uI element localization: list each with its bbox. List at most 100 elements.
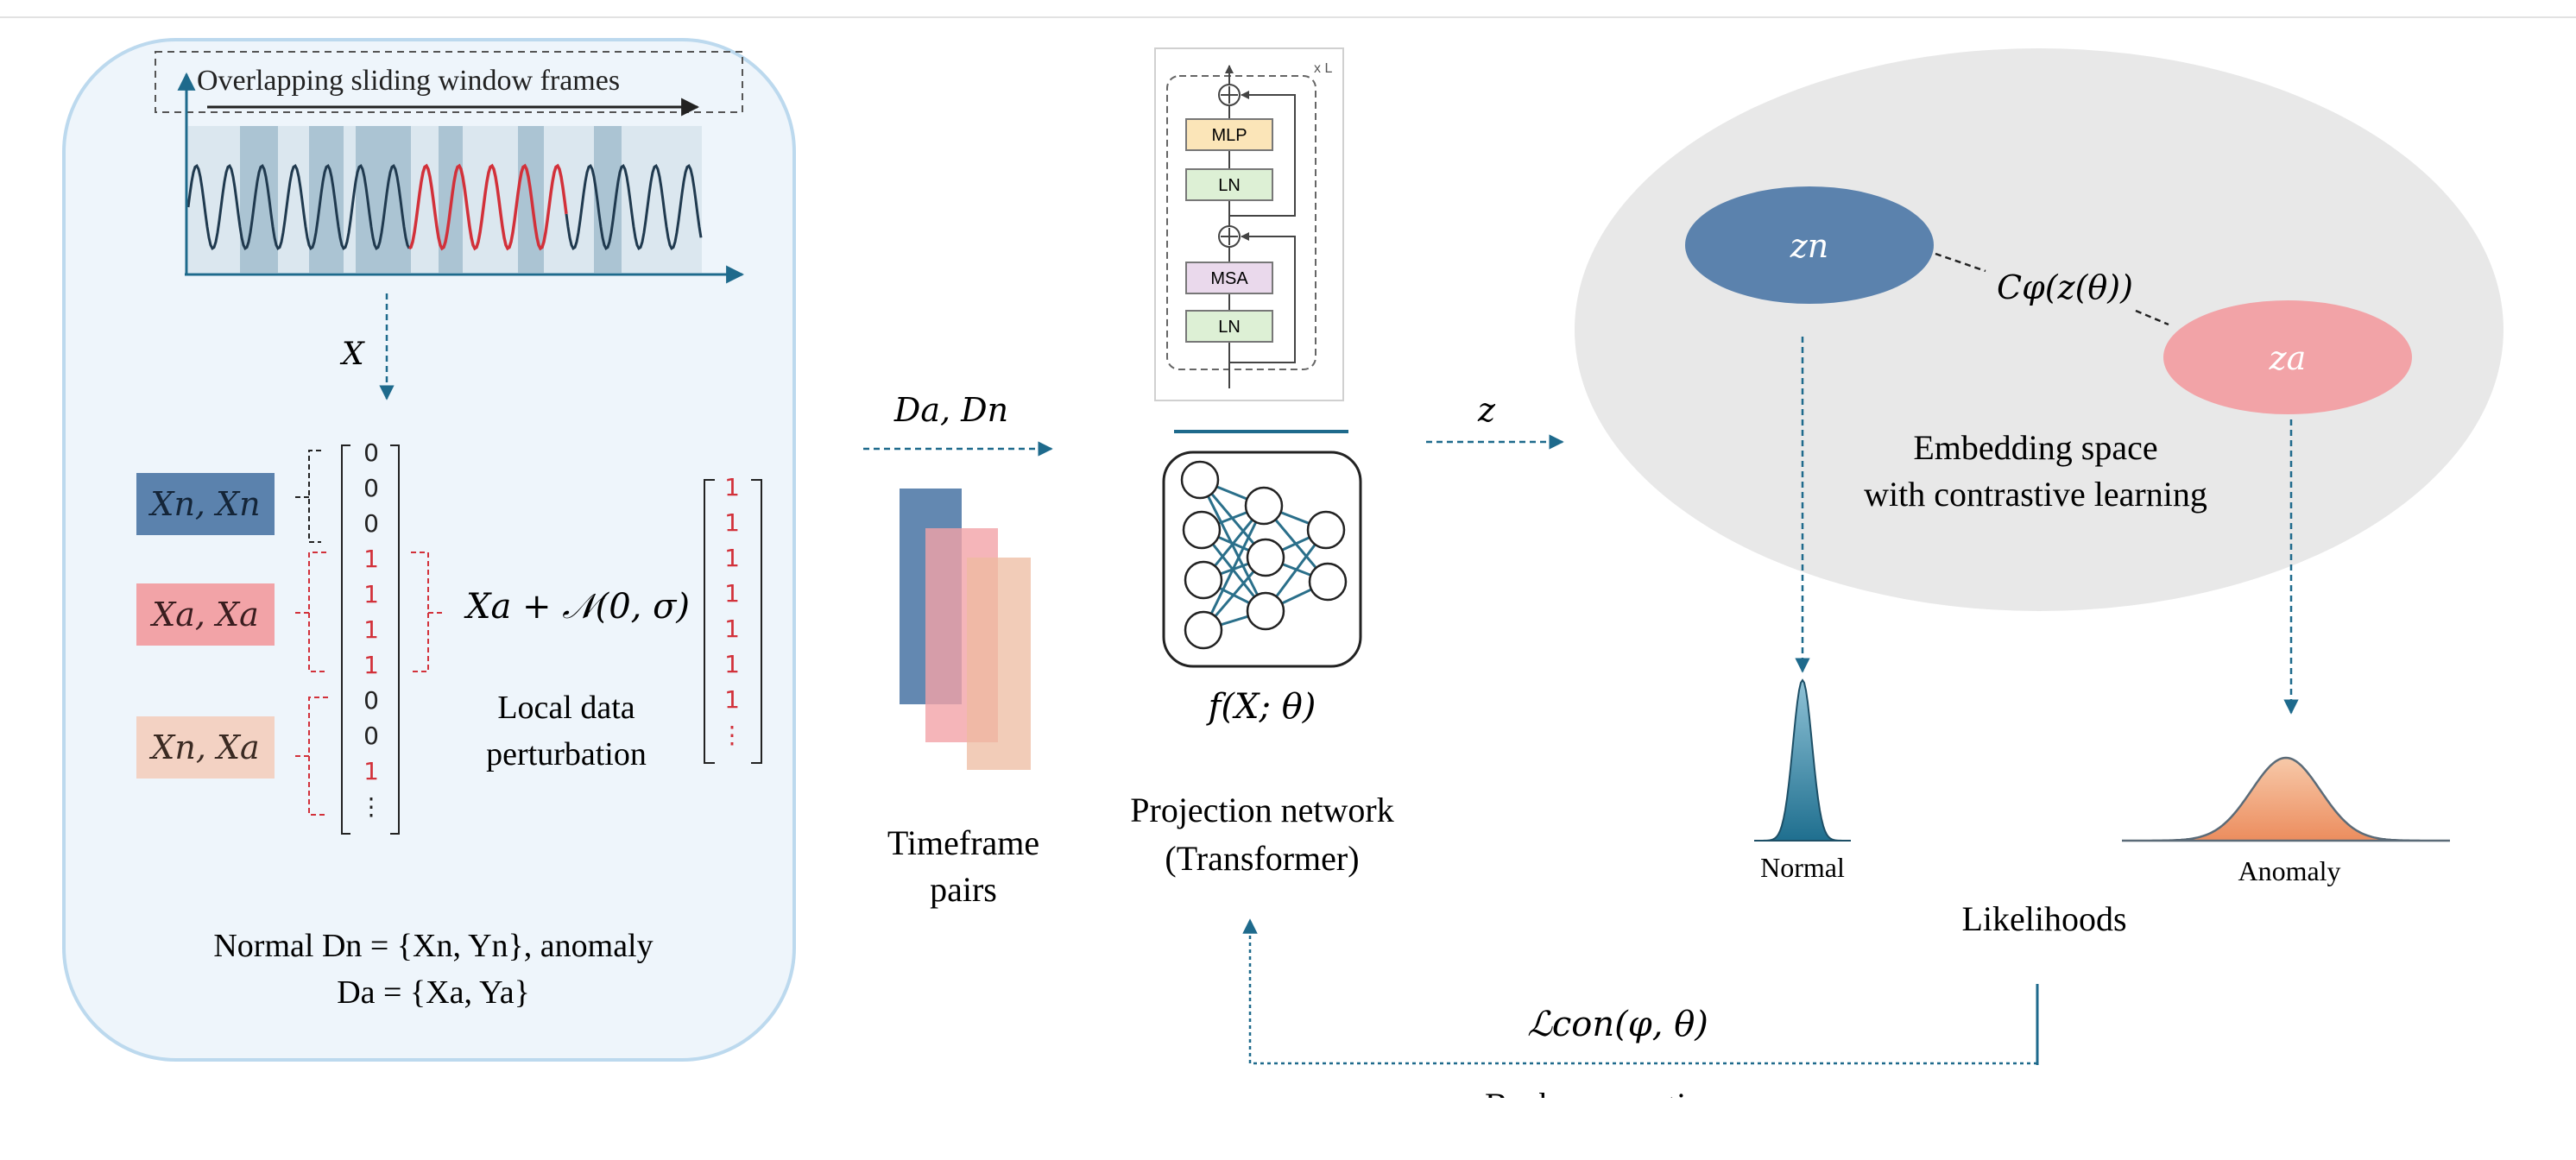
network-caption-line1: Projection network <box>1130 791 1394 829</box>
residual-add-icon <box>1221 228 1238 245</box>
vector-entry: 1 <box>363 545 379 573</box>
backpropagation-loop: ℒcon(φ, θ) Backpropagation <box>1242 918 2039 1125</box>
network-node <box>1182 510 1222 550</box>
perturbation-caption-line2: perturbation <box>486 736 647 772</box>
vector-entry: 1 <box>724 473 740 501</box>
transformer-card <box>1154 47 1344 401</box>
anomaly-likelihood-label: Anomaly <box>2238 855 2340 886</box>
perturbation-bracket <box>411 552 445 672</box>
vector-entry: 0 <box>363 509 379 538</box>
pairs-caption-line2: pairs <box>930 870 997 909</box>
projection-network: f(X; θ) Projection network (Transformer)… <box>1130 391 1564 878</box>
network-nodes <box>1180 460 1348 650</box>
transformer-repeat-label: x L <box>1314 61 1332 76</box>
network-node <box>1184 610 1223 650</box>
network-node <box>1184 560 1223 600</box>
transformer-block-ln <box>1185 310 1273 343</box>
dataset-definition-line2: Da = {Xa, Ya} <box>337 974 530 1011</box>
anomaly-likelihood-curve <box>2122 756 2450 842</box>
backprop-arrow <box>1242 918 2037 1065</box>
perturbed-vector-left-bracket <box>704 479 715 764</box>
transformer-block-mlp <box>1185 118 1273 151</box>
window-frame <box>309 126 344 273</box>
vector-entry: 0 <box>363 438 379 467</box>
pair-normal-box <box>136 473 275 535</box>
residual-skip <box>1229 91 1296 217</box>
perturbed-vector-right-bracket <box>751 479 762 764</box>
transformer-block-label: MSA <box>1210 269 1248 288</box>
labels-vector-right-bracket <box>390 444 400 835</box>
vector-entry: 1 <box>724 544 740 572</box>
likelihoods-label: Likelihoods <box>1961 899 2126 938</box>
vector-entry: 1 <box>363 615 379 644</box>
normal-signal <box>565 164 703 250</box>
vector-entry: 0 <box>363 686 379 715</box>
pair-card-mixed <box>967 558 1031 770</box>
transformer-block-label: MLP <box>1211 126 1247 145</box>
network-node <box>1246 538 1285 577</box>
perturbation-formula: Xa + 𝒩(0, σ) <box>464 587 690 627</box>
vector-entry: 0 <box>363 474 379 502</box>
mixed-group-bracket <box>294 697 328 816</box>
embedding-space: zn za Cφ(z(θ)) Embedding space with cont… <box>1575 48 2503 715</box>
window-frame <box>356 126 411 273</box>
vector-entry: 1 <box>724 579 740 608</box>
signal-plot <box>177 72 745 284</box>
vector-entry: ⋮ <box>359 792 383 821</box>
contrast-label: Cφ(z(θ)) <box>1997 268 2133 306</box>
frames-title: Overlapping sliding window frames <box>197 65 620 97</box>
likelihoods-section: Normal Anomaly Likelihoods <box>1754 678 2450 938</box>
normal-cluster <box>1685 186 1934 304</box>
window-frame <box>240 126 278 273</box>
network-node <box>1244 486 1284 526</box>
transformer-block-msa <box>1185 262 1273 294</box>
residual-skip <box>1229 232 1296 363</box>
perturbation-caption-line1: Local data <box>497 690 635 726</box>
labels-vector-left-bracket <box>341 444 350 835</box>
transformer-repeat-box <box>1166 75 1316 370</box>
vector-entry: 1 <box>724 650 740 678</box>
vector-entry: 1 <box>724 615 740 643</box>
pairs-caption-line1: Timeframe <box>887 823 1039 862</box>
network-node <box>1180 460 1220 500</box>
vector-entry: 1 <box>363 757 379 785</box>
network-node <box>1308 562 1348 602</box>
loss-label: ℒcon(φ, θ) <box>1527 1005 1708 1044</box>
normal-likelihood-curve <box>1754 678 1851 842</box>
network-node <box>1306 510 1346 550</box>
dataset-definition-line1: Normal Dn = {Xn, Yn}, anomaly <box>213 928 653 964</box>
transformer-block-label: LN <box>1218 318 1241 337</box>
pair-mixed-label: Xn, Xa <box>148 728 259 766</box>
anomaly-group-bracket <box>294 552 326 672</box>
residual-add-icon <box>1221 86 1238 104</box>
space-caption-line2: with contrastive learning <box>1864 475 2207 514</box>
normal-likelihood-label: Normal <box>1760 852 1845 883</box>
x-label: X <box>339 337 365 372</box>
timeframe-pairs-section: Da, Dn Timeframe pairs <box>863 391 1053 909</box>
frames-title-box <box>155 51 743 113</box>
normal-signal <box>186 164 411 250</box>
data-preparation-panel: Overlapping sliding window frames X Xn, … <box>62 38 796 1062</box>
network-edge <box>1202 505 1266 631</box>
anomaly-cluster-label: za <box>2269 339 2307 377</box>
vector-entry: 1 <box>363 580 379 608</box>
vector-entry: ⋮ <box>720 721 744 749</box>
network-caption-line2: (Transformer) <box>1165 839 1359 878</box>
vector-entry: 1 <box>724 685 740 714</box>
pair-mixed-box <box>136 716 275 779</box>
pairs-arrow-label: Da, Dn <box>893 391 1008 429</box>
normal-cluster-label: zn <box>1790 227 1829 265</box>
transformer-block: x L MLP LN MSA LN <box>1154 47 1348 433</box>
z-label: z <box>1477 391 1496 429</box>
backprop-label: Backpropagation <box>1485 1086 1720 1125</box>
network-formula: f(X; θ) <box>1206 687 1316 727</box>
contrast-link <box>1935 252 2169 326</box>
normal-group-bracket <box>294 450 321 543</box>
space-caption-line1: Embedding space <box>1913 428 2157 467</box>
anomaly-signal <box>408 163 568 251</box>
transformer-block-ln <box>1185 168 1273 201</box>
vector-entry: 1 <box>363 651 379 679</box>
